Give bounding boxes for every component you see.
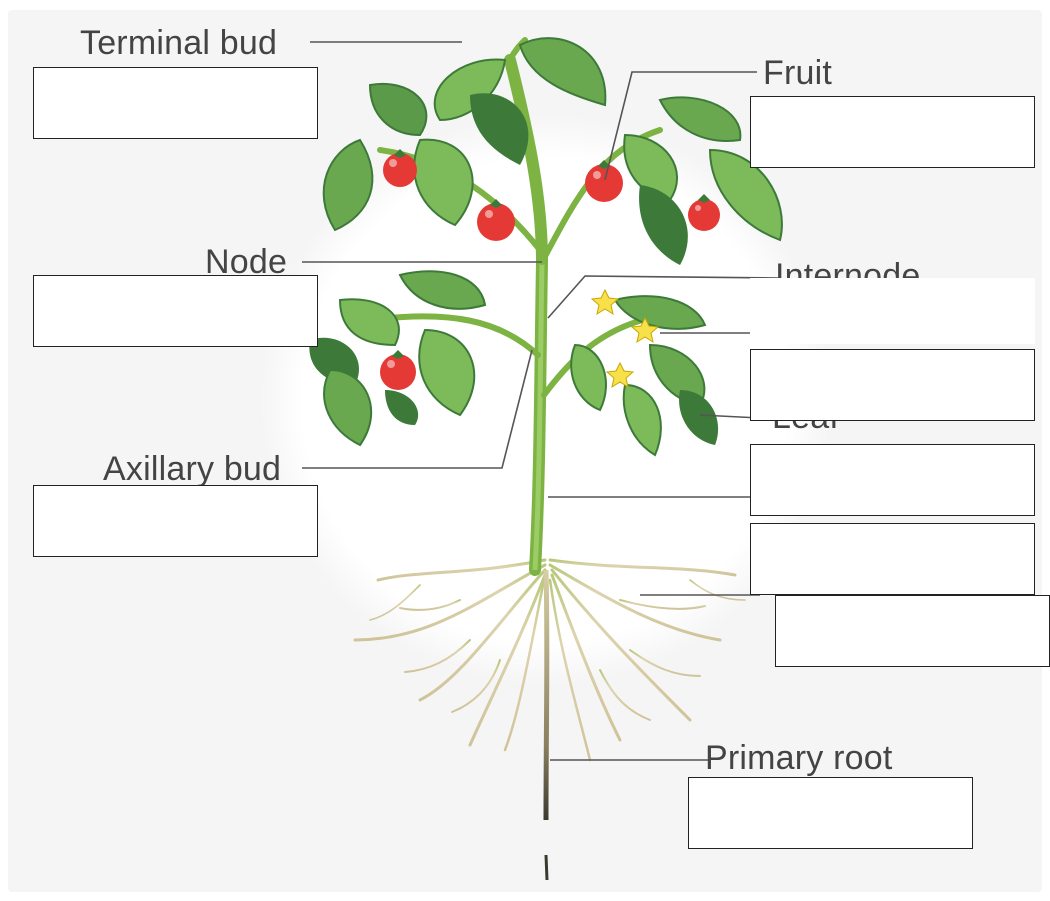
label-mask	[750, 278, 1035, 344]
answer-box-4[interactable]	[750, 349, 1035, 421]
answer-box-7[interactable]	[750, 523, 1035, 595]
label-node: Node	[205, 245, 287, 279]
primary-root-shape	[546, 570, 547, 820]
answer-box-2[interactable]	[750, 96, 1035, 168]
label-fruit: Fruit	[763, 56, 832, 90]
answer-box-3[interactable]	[33, 275, 318, 347]
label-terminal-bud: Terminal bud	[80, 26, 277, 60]
answer-box-5[interactable]	[750, 444, 1035, 516]
label-axillary-bud: Axillary bud	[103, 452, 281, 486]
root-tip	[546, 855, 547, 880]
label-primary-root: Primary root	[705, 741, 893, 775]
answer-box-6[interactable]	[33, 485, 318, 557]
answer-box-9[interactable]	[688, 777, 973, 849]
answer-box-1[interactable]	[33, 67, 318, 139]
answer-box-8[interactable]	[775, 595, 1050, 667]
